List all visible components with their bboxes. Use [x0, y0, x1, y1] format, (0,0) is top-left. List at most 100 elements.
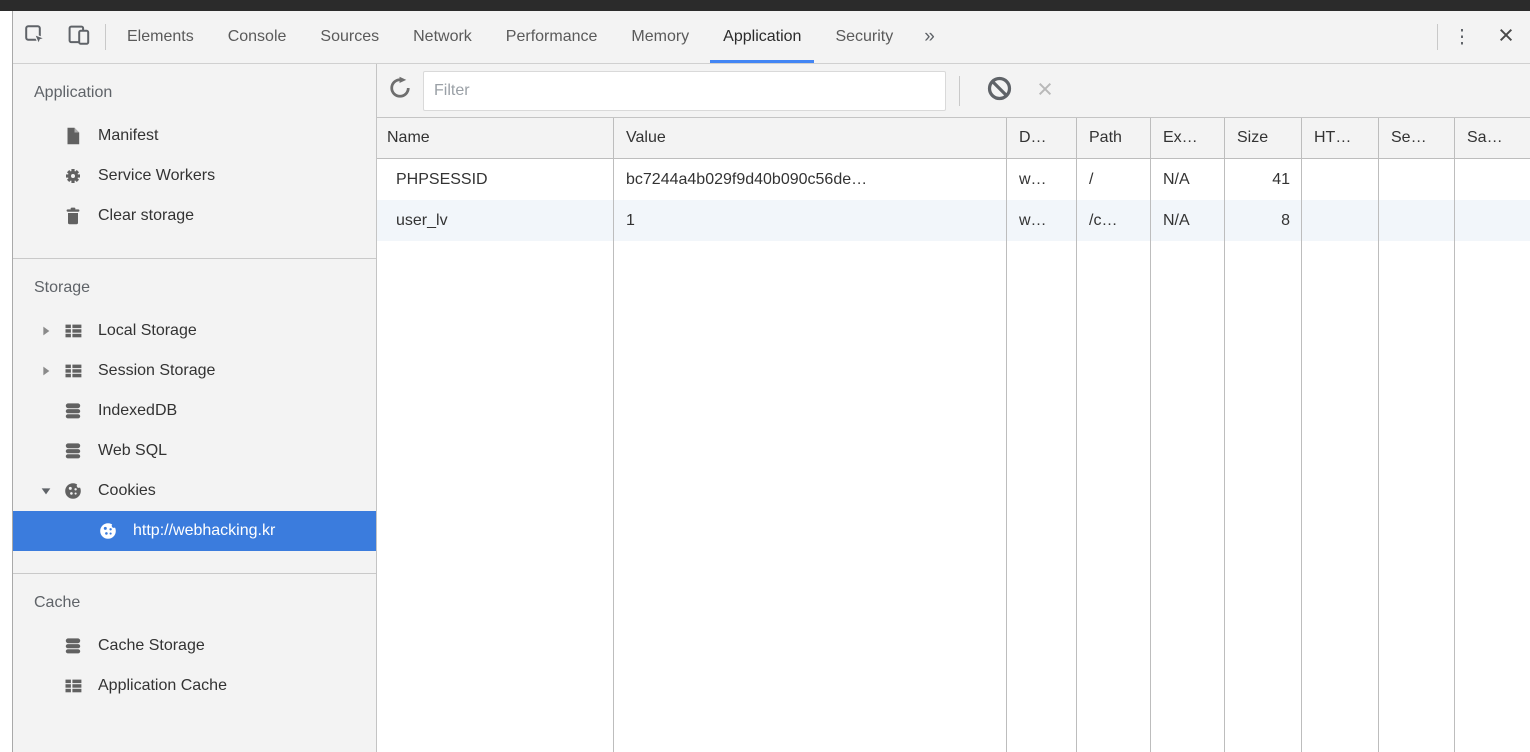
- tab-sources[interactable]: Sources: [303, 11, 396, 63]
- sidebar-item-label: Application Cache: [98, 677, 227, 694]
- sidebar-item-cookie-origin[interactable]: http://webhacking.kr: [13, 511, 376, 551]
- tab-strip: Elements Console Sources Network Perform…: [110, 11, 910, 63]
- column-header-http[interactable]: HT…: [1302, 118, 1379, 158]
- column-header-value[interactable]: Value: [614, 118, 1007, 158]
- application-sidebar: Application Manifest: [13, 64, 377, 752]
- clear-all-cookies-button[interactable]: [976, 64, 1022, 117]
- cookies-table: Name Value D… Path Ex… Size HT… Se… Sa… …: [377, 118, 1530, 752]
- cell-domain: w…: [1007, 159, 1077, 200]
- sidebar-item-label: IndexedDB: [98, 402, 178, 419]
- devtools-menu-icon[interactable]: ⋮: [1452, 26, 1472, 48]
- disclosure-spacer: [40, 637, 64, 655]
- devtools-tabbar: Elements Console Sources Network Perform…: [13, 11, 1530, 64]
- database-icon: [64, 637, 84, 655]
- chevron-right-icon[interactable]: [40, 362, 64, 380]
- tabbar-right-controls: ⋮ ×: [1433, 22, 1530, 52]
- sidebar-section-application: Application Manifest: [13, 64, 376, 250]
- tab-console[interactable]: Console: [211, 11, 304, 63]
- column-header-expires[interactable]: Ex…: [1151, 118, 1225, 158]
- sidebar-item-indexeddb[interactable]: IndexedDB: [13, 391, 376, 431]
- toolbar-separator: [959, 75, 960, 106]
- section-title-storage: Storage: [34, 279, 91, 296]
- tab-elements[interactable]: Elements: [110, 11, 211, 63]
- cell-expires: N/A: [1151, 200, 1225, 241]
- sidebar-item-label: http://webhacking.kr: [133, 522, 276, 539]
- disclosure-spacer: [40, 442, 64, 460]
- sidebar-item-service-workers[interactable]: Service Workers: [13, 156, 376, 196]
- sidebar-item-label: Cache Storage: [98, 637, 205, 654]
- cell-name: PHPSESSID: [377, 159, 614, 200]
- sidebar-item-label: Cookies: [98, 482, 156, 499]
- tab-application[interactable]: Application: [706, 11, 818, 63]
- chevron-down-icon[interactable]: [40, 482, 64, 500]
- tab-performance[interactable]: Performance: [489, 11, 615, 63]
- window-top-strip: [0, 0, 1530, 11]
- inspect-element-button[interactable]: [13, 11, 57, 63]
- tab-label: Performance: [505, 28, 598, 45]
- disclosure-spacer: [40, 677, 64, 695]
- database-icon: [64, 402, 84, 420]
- tab-network[interactable]: Network: [396, 11, 489, 63]
- cell-samesite: [1455, 159, 1530, 200]
- table-icon: [64, 322, 84, 340]
- disclosure-spacer: [40, 127, 64, 145]
- table-icon: [64, 677, 84, 695]
- empty-column: [377, 241, 614, 752]
- empty-column: [1151, 241, 1225, 752]
- column-header-domain[interactable]: D…: [1007, 118, 1077, 158]
- close-icon[interactable]: ×: [1498, 20, 1514, 50]
- empty-column: [1007, 241, 1077, 752]
- sidebar-item-application-cache[interactable]: Application Cache: [13, 666, 376, 706]
- sidebar-item-web-sql[interactable]: Web SQL: [13, 431, 376, 471]
- cookies-toolbar: ×: [377, 64, 1530, 118]
- tab-security[interactable]: Security: [818, 11, 910, 63]
- column-header-name[interactable]: Name: [377, 118, 614, 158]
- chevron-right-icon[interactable]: [40, 322, 64, 340]
- sidebar-item-cookies[interactable]: Cookies: [13, 471, 376, 511]
- cell-size: 41: [1225, 159, 1302, 200]
- sidebar-item-session-storage[interactable]: Session Storage: [13, 351, 376, 391]
- sidebar-item-clear-storage[interactable]: Clear storage: [13, 196, 376, 236]
- section-title-cache: Cache: [34, 594, 81, 611]
- tab-label: Application: [723, 28, 802, 45]
- trash-icon: [64, 207, 84, 225]
- device-toolbar-button[interactable]: [57, 11, 101, 63]
- tab-label: Console: [227, 28, 287, 45]
- table-row[interactable]: user_lv 1 w… /c… N/A 8: [377, 200, 1530, 241]
- cell-http: [1302, 159, 1379, 200]
- cell-path: /: [1077, 159, 1151, 200]
- column-header-path[interactable]: Path: [1077, 118, 1151, 158]
- refresh-icon: [388, 76, 412, 105]
- tab-label: Sources: [320, 28, 380, 45]
- device-toolbar-icon: [68, 24, 90, 51]
- empty-column: [1379, 241, 1455, 752]
- filter-input[interactable]: [423, 70, 946, 111]
- tab-label: Network: [413, 28, 472, 45]
- more-tabs-icon[interactable]: »: [924, 26, 935, 47]
- cell-value: 1: [614, 200, 1007, 241]
- refresh-button[interactable]: [377, 64, 423, 117]
- sidebar-item-label: Web SQL: [98, 442, 168, 459]
- disclosure-spacer: [40, 207, 64, 225]
- sidebar-item-cache-storage[interactable]: Cache Storage: [13, 626, 376, 666]
- application-panel: Application Manifest: [13, 64, 1530, 752]
- cookie-icon: [99, 522, 119, 540]
- sidebar-item-manifest[interactable]: Manifest: [13, 116, 376, 156]
- empty-column: [1455, 241, 1530, 752]
- devtools: Elements Console Sources Network Perform…: [13, 11, 1530, 752]
- sidebar-item-local-storage[interactable]: Local Storage: [13, 311, 376, 351]
- tab-label: Elements: [127, 28, 194, 45]
- empty-column: [1077, 241, 1151, 752]
- tab-memory[interactable]: Memory: [614, 11, 706, 63]
- table-row[interactable]: PHPSESSID bc7244a4b029f9d40b090c56de… w……: [377, 159, 1530, 200]
- column-header-samesite[interactable]: Sa…: [1467, 129, 1503, 146]
- cell-samesite: [1455, 200, 1530, 241]
- cell-domain: w…: [1007, 200, 1077, 241]
- column-header-size[interactable]: Size: [1225, 118, 1302, 158]
- table-header-row: Name Value D… Path Ex… Size HT… Se… Sa…: [377, 118, 1530, 159]
- tabbar-separator: [1437, 24, 1438, 50]
- page-gutter: [0, 11, 13, 752]
- empty-column: [1302, 241, 1379, 752]
- column-header-secure[interactable]: Se…: [1379, 118, 1455, 158]
- delete-selected-button[interactable]: ×: [1022, 64, 1068, 117]
